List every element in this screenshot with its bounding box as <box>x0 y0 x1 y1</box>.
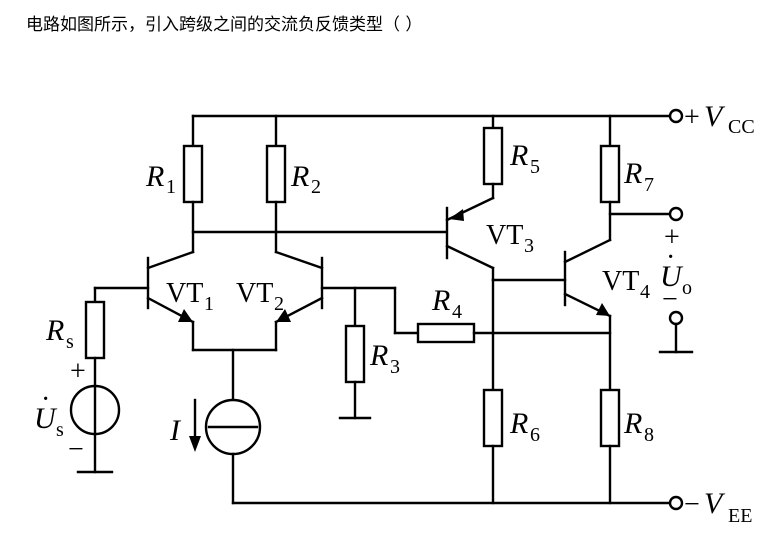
r2-sub: 2 <box>311 176 321 198</box>
resistor-r5 <box>482 114 504 200</box>
current-label: I <box>169 414 182 447</box>
vt4-label: VT <box>602 266 639 297</box>
vt4-sub: 4 <box>640 281 650 303</box>
r3-label: R <box>369 339 388 372</box>
transistor-vt1 <box>146 250 195 324</box>
resistor-r6 <box>482 388 504 448</box>
vee-terminal <box>668 495 684 511</box>
r6-label: R <box>509 407 528 440</box>
vcc-rail <box>191 108 684 124</box>
r7-label: R <box>623 157 642 190</box>
r7-sub: 7 <box>644 174 654 196</box>
rs-label: R <box>45 314 64 347</box>
uo-plus: + <box>664 222 680 253</box>
us-sub: s <box>56 419 64 441</box>
uo-label: U <box>660 260 684 293</box>
vcc-sign: + <box>684 102 700 133</box>
r8-sub: 8 <box>644 424 654 446</box>
uo-minus: − <box>662 284 678 315</box>
r3-sub: 3 <box>390 356 400 378</box>
r1-sub: 1 <box>166 176 176 198</box>
vee-rail <box>231 495 684 511</box>
vee-sub: EE <box>728 505 752 527</box>
current-arrow-icon <box>189 436 201 452</box>
r8-label: R <box>623 407 642 440</box>
transistor-vt3 <box>445 196 495 282</box>
us-label: U <box>34 402 58 435</box>
transistor-vt4 <box>563 238 612 318</box>
vee-v: V <box>704 487 726 520</box>
vee-sign: − <box>684 489 700 520</box>
transistor-vt2 <box>274 250 324 324</box>
uo-dot: · <box>666 242 675 273</box>
us-plus: + <box>70 356 86 387</box>
resistor-r7 <box>599 114 621 242</box>
r4-label: R <box>431 284 450 317</box>
current-source <box>189 398 262 505</box>
us-minus: − <box>68 434 84 465</box>
resistor-r1 <box>182 114 204 254</box>
vt2-sub: 2 <box>274 293 284 315</box>
us-dot: · <box>41 384 50 415</box>
vt2-label: VT <box>236 278 273 309</box>
feedback-network <box>320 286 612 420</box>
question-text: 电路如图所示，引入跨级之间的交流负反馈类型（ ） <box>26 15 423 35</box>
r5-label: R <box>509 139 528 172</box>
vt3-sub: 3 <box>524 235 534 257</box>
resistor-r3 <box>344 324 366 384</box>
vcc-v: V <box>704 100 726 133</box>
vcc-sub: CC <box>728 116 755 138</box>
output-terminal-plus <box>668 206 684 222</box>
r6-sub: 6 <box>530 424 540 446</box>
r5-sub: 5 <box>530 156 540 178</box>
resistor-rs <box>84 300 106 360</box>
r2-label: R <box>290 160 309 193</box>
r1-label: R <box>145 160 164 193</box>
resistor-r2 <box>265 114 287 254</box>
vt3-label: VT <box>486 220 523 251</box>
rs-sub: s <box>66 331 74 353</box>
r4-sub: 4 <box>452 301 462 323</box>
uo-sub: o <box>682 277 692 299</box>
vt1-label: VT <box>166 278 203 309</box>
vcc-terminal <box>668 108 684 124</box>
resistor-r8 <box>599 388 621 448</box>
vt1-sub: 1 <box>204 293 214 315</box>
resistor-r4 <box>416 322 476 344</box>
input-branch <box>69 286 150 474</box>
